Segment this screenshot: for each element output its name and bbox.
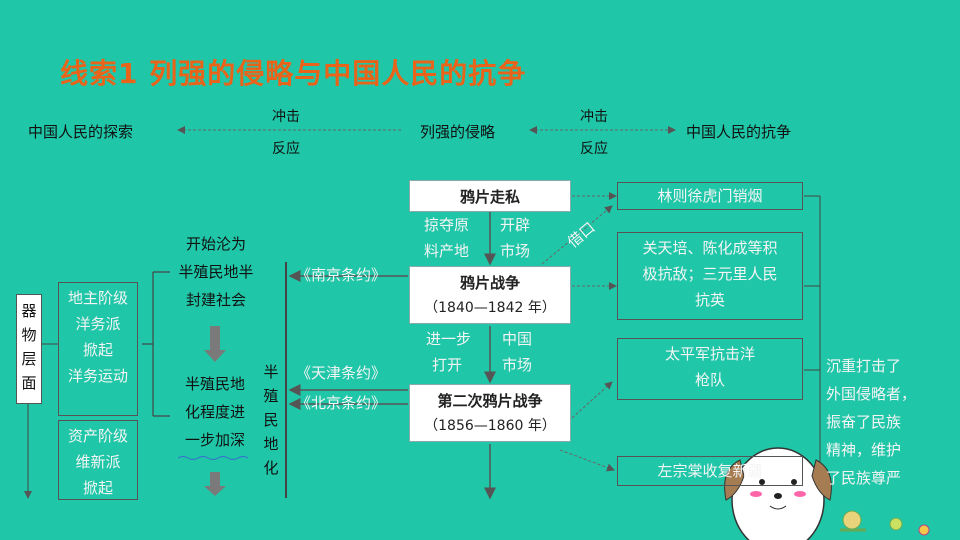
resistance-line2: 极抗敌；三元里人民 xyxy=(642,265,778,283)
opium-war-box: 鸦片战争 （1840—1842 年） xyxy=(409,266,571,324)
summary-text: 沉重打击了 外国侵略者， 振奋了民族 精神，维护 了民族尊严 xyxy=(826,352,936,492)
material-char-3: 层 xyxy=(21,350,37,368)
semi-colonial-vertical: 半 殖 民 地 化 xyxy=(262,360,280,480)
westernization-line3: 掀起 xyxy=(82,341,113,359)
arrow2-bottom-label: 反应 xyxy=(580,141,608,157)
reform-line2: 维新派 xyxy=(75,453,121,471)
top-right-label: 中国人民的抗争 xyxy=(686,123,792,141)
vertical-char-5: 化 xyxy=(263,459,279,477)
opium-war-title: 鸦片战争 xyxy=(459,274,520,292)
treaty-tianjin: 《天津条约》 xyxy=(296,364,387,382)
side2-right-line2: 市场 xyxy=(502,356,533,374)
side1-left-line2: 料产地 xyxy=(424,242,470,260)
westernization-line2: 洋务派 xyxy=(75,315,121,333)
society-stage2-line2: 化程度进 xyxy=(184,403,245,421)
side1-left-line1: 掠夺原 xyxy=(424,216,470,234)
society-stage2-line1: 半殖民地 xyxy=(184,375,245,393)
summary-line4: 精神，维护 xyxy=(826,441,902,459)
society-stage1-line1: 开始沦为 xyxy=(185,235,246,253)
westernization-box: 地主阶级 洋务派 掀起 洋务运动 xyxy=(58,282,138,416)
society-stage1-line2: 半殖民地半 xyxy=(178,263,254,281)
second-opium-war-title: 第二次鸦片战争 xyxy=(437,392,543,410)
society-stage1-line3: 封建社会 xyxy=(185,291,246,309)
taiping-line1: 太平军抗击洋 xyxy=(664,345,755,363)
society-stage1: 开始沦为 半殖民地半 封建社会 xyxy=(168,230,264,314)
material-char-4: 面 xyxy=(21,374,37,392)
vertical-char-4: 地 xyxy=(263,435,279,453)
resistance-line3: 抗英 xyxy=(694,291,725,309)
arrow2-top-label: 冲击 xyxy=(580,109,608,125)
second-opium-war-years: （1856—1860 年） xyxy=(424,418,556,434)
reform-line1: 资产阶级 xyxy=(67,427,128,445)
side2-left-line2: 打开 xyxy=(432,356,463,374)
material-char-1: 器 xyxy=(21,302,37,320)
reform-line3: 掀起 xyxy=(82,479,113,497)
treaty-beijing: 《北京条约》 xyxy=(296,394,387,412)
resistance-box: 关天培、陈化成等积 极抗敌；三元里人民 抗英 xyxy=(617,232,803,320)
opium-smuggling-label: 鸦片走私 xyxy=(459,187,520,206)
cartoon-dog-illustration xyxy=(724,447,832,540)
reform-box: 资产阶级 维新派 掀起 xyxy=(58,420,138,500)
material-level-label: 器 物 层 面 xyxy=(20,299,38,395)
xinjiang-box: 左宗棠收复新疆 xyxy=(617,456,803,486)
summary-line1: 沉重打击了 xyxy=(826,357,902,375)
page-title: 线索1 列强的侵略与中国人民的抗争 xyxy=(60,57,527,90)
material-char-2: 物 xyxy=(21,326,37,344)
resistance-line1: 关天培、陈化成等积 xyxy=(642,239,778,257)
side1-right-line2: 市场 xyxy=(500,242,531,260)
taiping-box: 太平军抗击洋 枪队 xyxy=(617,338,803,400)
arrow1-top-label: 冲击 xyxy=(272,109,300,125)
vertical-char-2: 殖 xyxy=(263,387,279,405)
taiping-line2: 枪队 xyxy=(694,371,725,389)
society-stage2: 半殖民地 化程度进 一步加深 xyxy=(170,370,260,454)
westernization-line1: 地主阶级 xyxy=(67,289,128,307)
humen-label: 林则徐虎门销烟 xyxy=(657,187,763,205)
vertical-char-1: 半 xyxy=(263,363,279,381)
side2-left-line1: 进一步 xyxy=(426,330,472,348)
treaty-nanjing: 《南京条约》 xyxy=(296,266,387,284)
vertical-char-3: 民 xyxy=(263,411,279,429)
material-level-label-box: 器 物 层 面 xyxy=(16,294,42,404)
xinjiang-label: 左宗棠收复新疆 xyxy=(657,462,763,480)
top-left-label: 中国人民的探索 xyxy=(28,123,134,141)
opium-smuggling-box: 鸦片走私 xyxy=(409,180,571,212)
arrow1-bottom-label: 反应 xyxy=(272,141,300,157)
humen-box: 林则徐虎门销烟 xyxy=(617,182,803,210)
westernization-line4: 洋务运动 xyxy=(67,367,128,385)
summary-line2: 外国侵略者， xyxy=(826,385,917,403)
summary-line5: 了民族尊严 xyxy=(826,469,902,487)
snail-illustration xyxy=(840,510,930,536)
society-stage2-line3: 一步加深 xyxy=(184,431,245,449)
side2-right-line1: 中国 xyxy=(502,330,533,348)
opium-war-years: （1840—1842 年） xyxy=(424,300,556,316)
top-middle-label: 列强的侵略 xyxy=(420,123,496,141)
summary-line3: 振奋了民族 xyxy=(826,413,902,431)
side1-right-line1: 开辟 xyxy=(500,216,531,234)
second-opium-war-box: 第二次鸦片战争 （1856—1860 年） xyxy=(409,384,571,442)
